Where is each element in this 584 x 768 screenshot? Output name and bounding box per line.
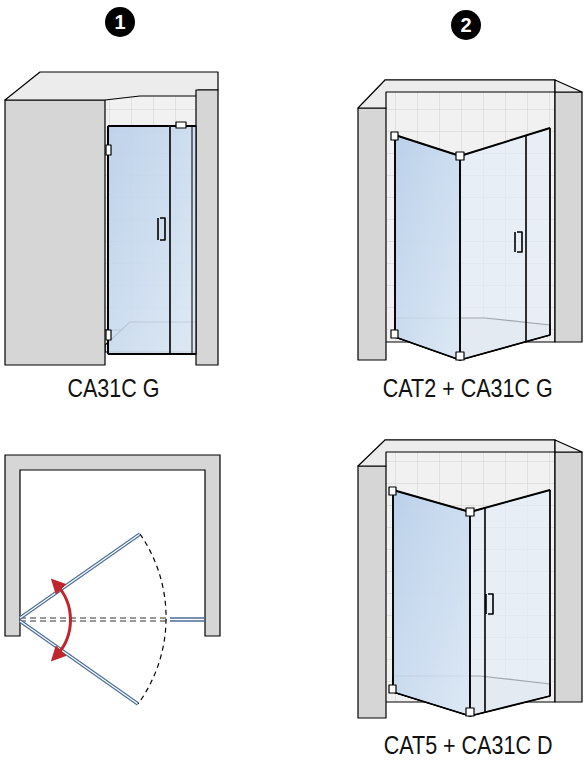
niche-view bbox=[5, 72, 218, 365]
step-number-circle: 2 bbox=[451, 10, 481, 40]
model-caption: CAT2 + CA31C G bbox=[383, 376, 553, 401]
step-number: 2 bbox=[460, 15, 471, 35]
model-caption: CAT5 + CA31C D bbox=[384, 733, 553, 758]
step-number: 1 bbox=[114, 12, 125, 32]
step-number-circle: 1 bbox=[105, 7, 135, 37]
plan-view bbox=[5, 455, 220, 704]
corner-view-bottom bbox=[358, 440, 582, 718]
corner-view-top bbox=[358, 80, 582, 360]
model-caption: CA31C G bbox=[67, 376, 159, 401]
